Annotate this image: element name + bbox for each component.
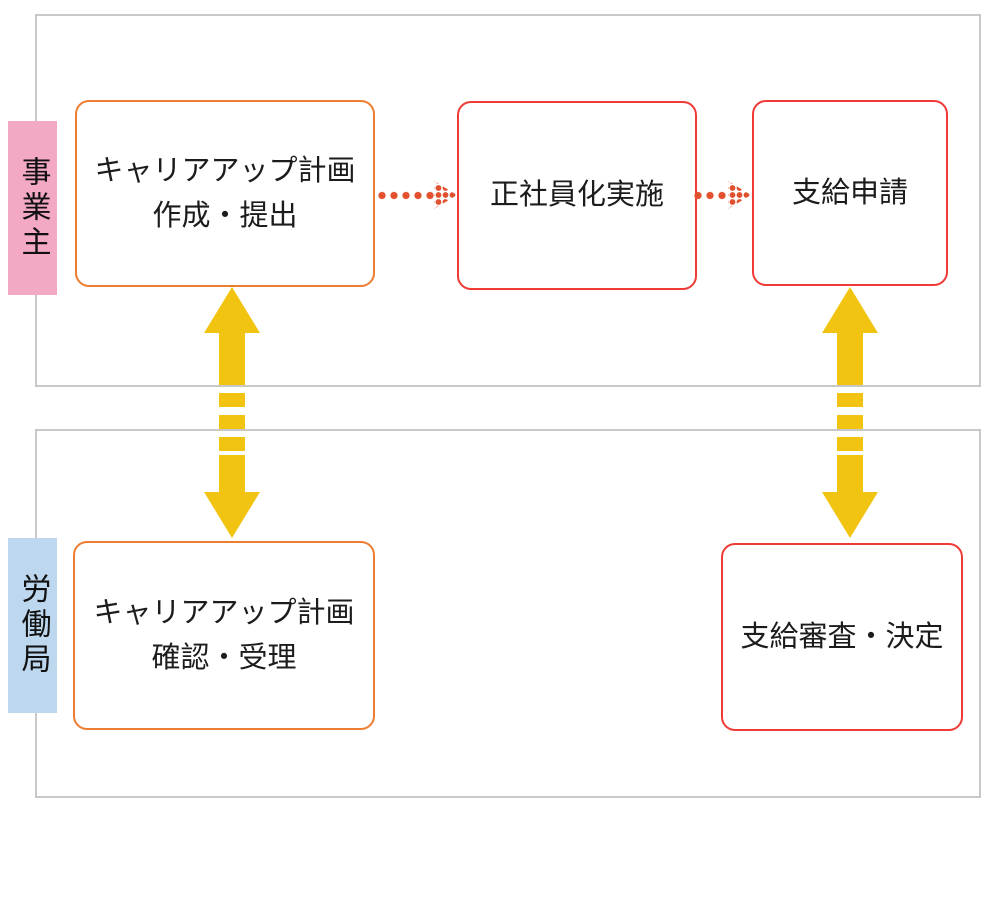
arrow-shaft bbox=[837, 333, 863, 492]
double-headed-arrow-icon bbox=[822, 287, 878, 538]
lane-label-employer-text: 事業主 bbox=[16, 155, 50, 261]
arrow-head-up bbox=[204, 287, 260, 333]
box-career-up-plan-create: キャリアアップ計画 作成・提出 bbox=[75, 100, 375, 287]
lane-label-labor-bureau-text: 労働局 bbox=[16, 573, 50, 678]
double-headed-arrow-icon bbox=[204, 287, 260, 538]
arrow-head-down bbox=[204, 492, 260, 538]
box-text-line: 作成・提出 bbox=[152, 199, 298, 232]
box-text-line: 正社員化実施 bbox=[489, 179, 664, 212]
dotted-arrow-right-icon bbox=[376, 181, 457, 209]
box-regular-employment: 正社員化実施 bbox=[457, 101, 697, 290]
box-payment-review: 支給審査・決定 bbox=[721, 543, 963, 731]
arrow-head-up bbox=[822, 287, 878, 333]
box-text-line: キャリアアップ計画 bbox=[93, 596, 355, 629]
lane-label-employer: 事業主 bbox=[8, 121, 57, 295]
box-text-line: キャリアアップ計画 bbox=[94, 154, 356, 187]
arrow-shaft bbox=[219, 333, 245, 492]
box-text-line: 支給申請 bbox=[791, 176, 908, 209]
dotted-arrow-line bbox=[692, 190, 728, 200]
dotted-arrow-right-icon bbox=[692, 181, 751, 209]
lane-label-labor-bureau: 労働局 bbox=[8, 538, 57, 713]
dotted-arrow-head bbox=[434, 181, 457, 209]
box-text-line: 支給審査・決定 bbox=[740, 620, 944, 653]
arrow-head-down bbox=[822, 492, 878, 538]
box-payment-application: 支給申請 bbox=[752, 100, 948, 286]
box-text-line: 確認・受理 bbox=[151, 641, 297, 674]
dotted-arrow-head bbox=[728, 181, 751, 209]
dotted-arrow-line bbox=[376, 190, 434, 200]
box-career-up-plan-confirm: キャリアアップ計画 確認・受理 bbox=[73, 541, 375, 730]
